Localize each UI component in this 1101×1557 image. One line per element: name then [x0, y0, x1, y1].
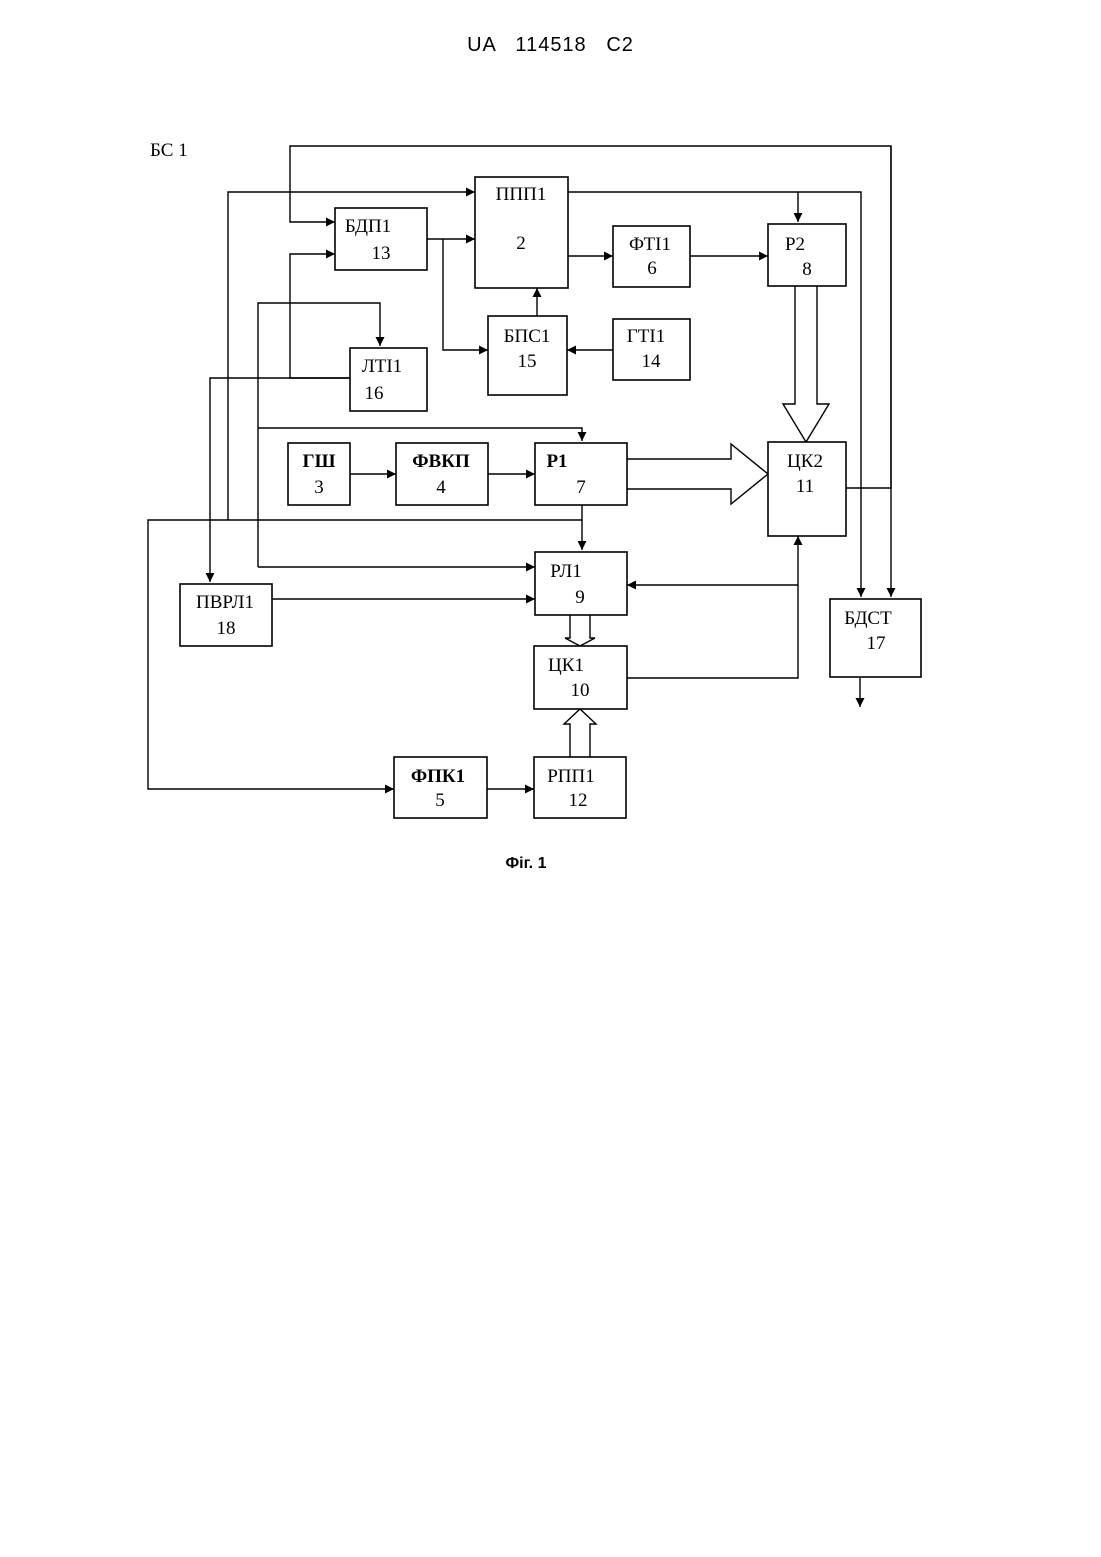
wire-lti1-to-bdp1	[290, 254, 350, 378]
block-rpp1-num: 12	[569, 790, 588, 811]
block-ck1-name: ЦК1	[548, 655, 584, 676]
block-gti1-num: 14	[642, 351, 662, 372]
block-r1-name: Р1	[546, 451, 567, 472]
block-gsh: ГШ 3	[288, 443, 350, 505]
wire-r1-to-fpk1	[148, 505, 582, 789]
block-bdst: БДСТ 17	[830, 599, 921, 677]
block-fpk1-num: 5	[435, 790, 445, 811]
wire-to-lti1	[258, 303, 380, 567]
block-fvkp: ФВКП 4	[396, 443, 488, 505]
block-gsh-name: ГШ	[303, 451, 336, 472]
block-fvkp-num: 4	[436, 477, 446, 498]
block-fpk1-name: ФПК1	[411, 766, 465, 787]
block-rl1: РЛ1 9	[535, 552, 627, 615]
block-ppp1: ППП1 2	[475, 177, 568, 288]
block-fti1: ФТІ1 6	[613, 226, 690, 287]
wire-to-r1	[258, 428, 582, 441]
block-bdst-num: 17	[867, 633, 886, 654]
block-gsh-num: 3	[314, 477, 324, 498]
block-bdst-name: БДСТ	[844, 608, 892, 629]
block-bps1: БПС1 15	[488, 316, 567, 395]
block-lti1: ЛТІ1 16	[350, 348, 427, 411]
block-bdp1: БДП1 13	[335, 208, 427, 270]
block-fvkp-name: ФВКП	[412, 451, 470, 472]
block-ck1-num: 10	[571, 680, 590, 701]
block-r2-num: 8	[802, 259, 812, 280]
block-fpk1: ФПК1 5	[394, 757, 487, 818]
block-bps1-num: 15	[518, 351, 537, 372]
block-lti1-name: ЛТІ1	[362, 356, 402, 377]
block-fti1-num: 6	[647, 258, 657, 279]
block-r2-name: Р2	[785, 234, 805, 255]
block-gti1: ГТІ1 14	[613, 319, 690, 380]
block-fti1-name: ФТІ1	[629, 234, 671, 255]
block-r1: Р1 7	[535, 443, 627, 505]
block-ck2-num: 11	[796, 476, 814, 497]
block-rl1-name: РЛ1	[550, 561, 582, 582]
block-rl1-num: 9	[575, 587, 585, 608]
block-r1-num: 7	[576, 477, 586, 498]
bus-r1-to-ck2	[627, 444, 768, 504]
block-bdp1-num: 13	[372, 243, 391, 264]
station-label: БС 1	[150, 140, 188, 161]
block-pvrl1-num: 18	[217, 618, 236, 639]
block-pvrl1: ПВРЛ1 18	[180, 584, 272, 646]
block-rpp1: РПП1 12	[534, 757, 626, 818]
bus-rpp1-to-ck1	[564, 709, 596, 757]
block-ck2: ЦК2 11	[768, 442, 846, 536]
block-pvrl1-name: ПВРЛ1	[196, 592, 254, 613]
bus-r2-to-ck2	[783, 286, 829, 442]
bus-rl1-to-ck1	[565, 615, 595, 646]
figure-caption: Фіг. 1	[506, 855, 547, 872]
block-bdp1-name: БДП1	[345, 216, 391, 237]
block-r2: Р2 8	[768, 224, 846, 286]
block-rpp1-name: РПП1	[547, 766, 595, 787]
block-lti1-num: 16	[365, 383, 384, 404]
block-ck2-name: ЦК2	[787, 451, 823, 472]
block-gti1-name: ГТІ1	[627, 326, 665, 347]
block-bps1-name: БПС1	[504, 326, 551, 347]
block-ck1: ЦК1 10	[534, 646, 627, 709]
block-ppp1-num: 2	[516, 233, 526, 254]
wire-ck1-to-ck2	[627, 536, 798, 678]
block-ppp1-name: ППП1	[496, 184, 547, 205]
